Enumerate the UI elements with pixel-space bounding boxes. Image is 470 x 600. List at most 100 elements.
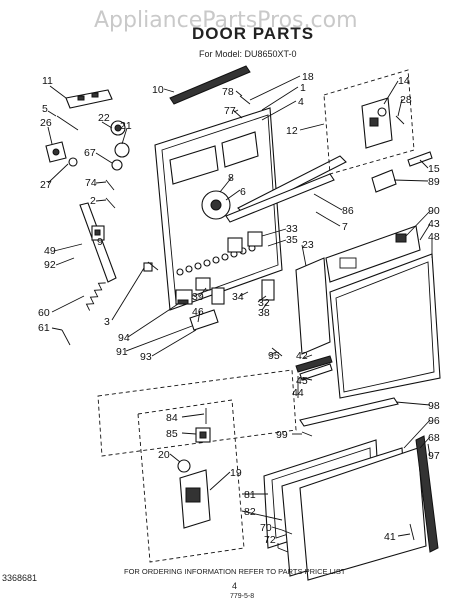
callout-86: 86 <box>342 205 354 217</box>
callout-82: 82 <box>244 506 256 518</box>
hinge-assembly-box <box>323 69 415 175</box>
callout-89: 89 <box>428 176 440 188</box>
callout-99: 99 <box>276 429 288 441</box>
callout-26: 26 <box>40 117 52 129</box>
callout-81: 81 <box>244 489 256 501</box>
callout-labels: 11 5 26 27 22 21 67 74 2 9 49 92 60 61 3… <box>38 71 440 546</box>
part-89-clip <box>371 169 397 193</box>
part-70-screw <box>281 529 293 535</box>
callout-6: 6 <box>240 186 246 198</box>
part-98-top-trim <box>299 397 399 427</box>
part-20-washer <box>177 459 191 473</box>
part-61-hook <box>61 329 71 346</box>
callout-32: 32 <box>258 297 270 309</box>
callout-61: 61 <box>38 322 50 334</box>
part-4-inner-door-panel <box>154 107 283 311</box>
part-60-spring <box>85 282 106 311</box>
callout-34: 34 <box>232 291 244 303</box>
model-subtitle: For Model: DU8650XT-0 <box>199 49 297 59</box>
callout-96: 96 <box>428 415 440 427</box>
part-45-strip <box>299 363 333 381</box>
callout-93: 93 <box>140 351 152 363</box>
part-68-bottom-liner <box>299 447 427 581</box>
callout-18: 18 <box>302 71 314 83</box>
part-86-rail <box>225 173 335 223</box>
callout-95: 95 <box>268 350 280 362</box>
part-5-screw <box>56 115 79 131</box>
callout-11: 11 <box>42 75 53 87</box>
callout-98: 98 <box>428 400 440 412</box>
part-78-screw <box>239 95 251 105</box>
part-95-screw <box>271 347 283 357</box>
part-21-knob <box>114 142 130 158</box>
part-99-screw <box>301 431 313 437</box>
callout-84: 84 <box>166 412 178 424</box>
callout-68: 68 <box>428 432 440 444</box>
part-85-switch <box>195 427 211 443</box>
callout-91: 91 <box>116 346 128 358</box>
callout-5: 5 <box>42 103 48 115</box>
part-11-bracket <box>65 89 113 109</box>
part-15-bracket <box>407 151 433 167</box>
part-48-outer-door <box>329 253 441 399</box>
watermark: AppliancePartsPros.com <box>94 8 358 33</box>
callout-2: 2 <box>90 195 96 207</box>
callout-97: 97 <box>428 450 440 462</box>
part-19-latch <box>179 469 211 529</box>
revision-code: 779-5-8 <box>230 593 254 600</box>
part-9-hinge-arm <box>79 202 117 283</box>
callout-44: 44 <box>292 387 304 399</box>
callout-8: 8 <box>228 172 234 184</box>
callout-45: 45 <box>296 375 308 387</box>
callout-49: 49 <box>44 245 56 257</box>
part-10-trim-strip <box>169 65 251 105</box>
part-74-screw <box>105 179 115 191</box>
leader-lines <box>47 75 433 548</box>
diagram-title: DOOR PARTS <box>192 24 314 43</box>
callout-7: 7 <box>342 221 348 233</box>
callout-94: 94 <box>118 332 130 344</box>
callout-22: 22 <box>98 112 110 124</box>
callout-60: 60 <box>38 307 50 319</box>
callout-77: 77 <box>224 105 236 117</box>
callout-74: 74 <box>85 177 97 189</box>
callout-46: 46 <box>192 306 204 318</box>
part-41-screw <box>409 523 415 541</box>
callout-38: 38 <box>258 307 270 319</box>
callout-3: 3 <box>104 316 110 328</box>
part-93-screw <box>147 261 159 271</box>
callout-15: 15 <box>428 163 440 175</box>
lower-assembly-top <box>97 369 297 457</box>
part-2-screw <box>105 197 116 209</box>
part-97-side-trim <box>415 435 439 553</box>
callout-33: 33 <box>286 223 298 235</box>
part-42-strip <box>295 355 333 373</box>
callout-72: 72 <box>264 534 276 546</box>
part-90-control-panel <box>325 225 421 283</box>
callout-28: 28 <box>400 94 412 106</box>
part-26-latch <box>45 141 67 163</box>
callout-92: 92 <box>44 259 56 271</box>
callout-21: 21 <box>120 120 132 132</box>
page-number: 4 <box>232 581 237 591</box>
part-72-screw <box>277 547 289 553</box>
callout-85: 85 <box>166 428 178 440</box>
part-7-screw <box>315 211 327 219</box>
callout-48: 48 <box>428 231 440 243</box>
callout-43: 43 <box>428 218 440 230</box>
drawing-code: 3368681 <box>2 573 37 583</box>
part-23-liner <box>295 257 331 355</box>
callout-19: 19 <box>230 467 242 479</box>
part-27-clip <box>68 157 78 167</box>
callout-12: 12 <box>286 125 298 137</box>
callout-23: 23 <box>302 239 314 251</box>
callout-78: 78 <box>222 86 234 98</box>
part-14-hinge <box>361 97 393 149</box>
callout-10: 10 <box>152 84 164 96</box>
ordering-footer: FOR ORDERING INFORMATION REFER TO PARTS … <box>124 567 346 576</box>
lower-assembly-box <box>137 399 245 563</box>
callout-14: 14 <box>398 75 410 87</box>
callout-90: 90 <box>428 205 440 217</box>
control-switches <box>175 231 275 331</box>
